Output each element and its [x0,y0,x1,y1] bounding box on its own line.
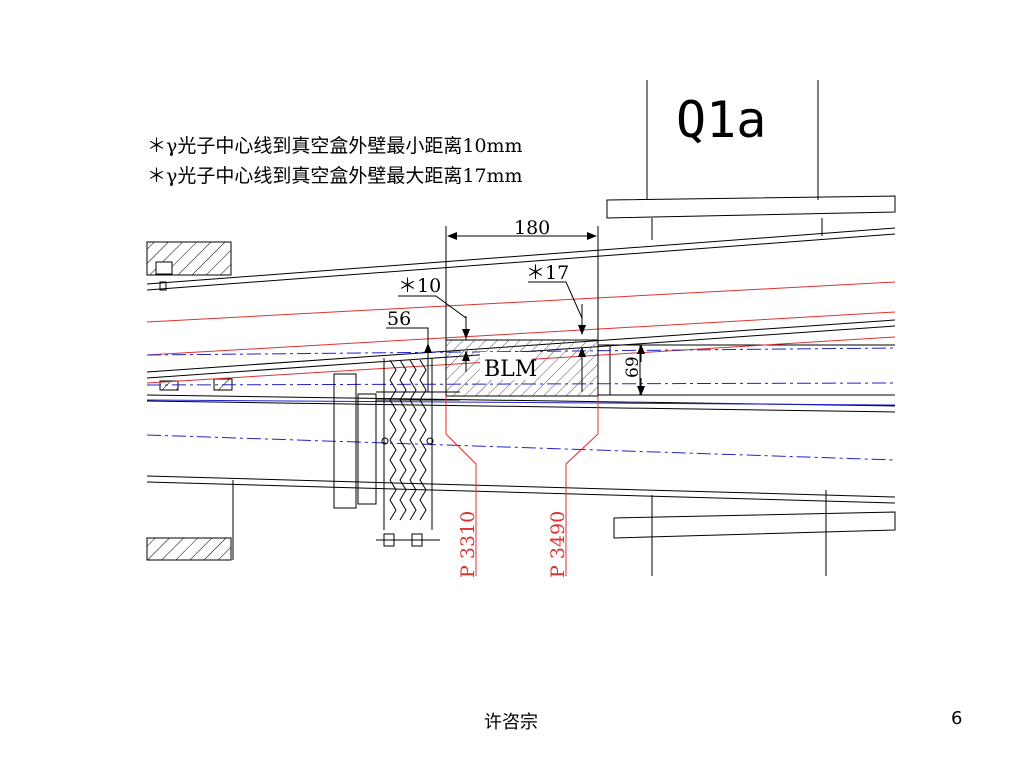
blm-label: BLM [484,357,537,382]
dim-height-label: 69 [623,356,643,378]
q1a-magnet [606,80,896,576]
blm-block [445,339,599,397]
footer-author: 许咨宗 [484,712,538,733]
page-number: 6 [951,708,963,729]
note-max-distance: ＊γ光子中心线到真空盒外壁最大距离17mm [147,165,523,187]
note-min-distance: ＊γ光子中心线到真空盒外壁最小距离10mm [147,135,523,157]
vacuum-chamber-lines [146,227,896,560]
position-markers [445,396,599,576]
magnet-title: Q1a [676,91,766,149]
beam-line-blue-solid [146,399,896,406]
dim-min-gap-label: ＊10 [398,275,441,297]
dimension-lines [386,226,648,396]
position-label-1: P 3310 [457,511,479,578]
dim-offset-label: 56 [387,308,411,330]
dim-span-label: 180 [514,217,550,239]
position-label-2: P 3490 [547,511,569,578]
dim-max-gap-label: ＊17 [526,262,569,284]
bellows [333,358,460,547]
